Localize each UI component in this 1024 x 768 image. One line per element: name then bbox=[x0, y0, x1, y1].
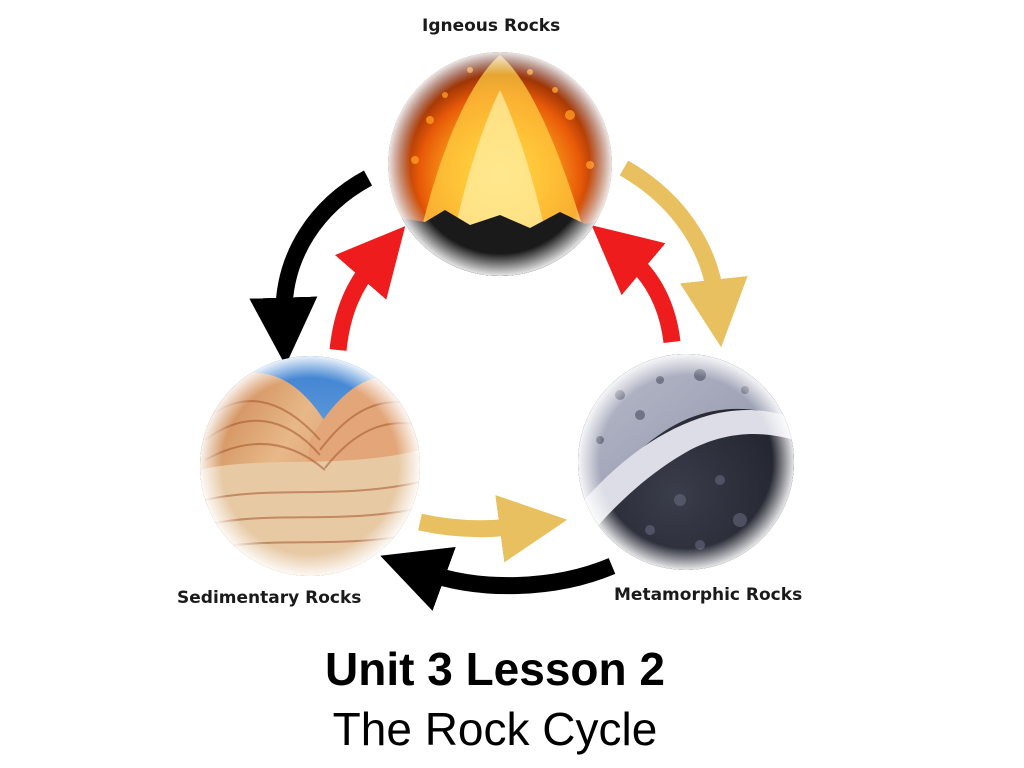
igneous-rocks-label: Igneous Rocks bbox=[422, 16, 561, 36]
arrow-igneous-to-sedimentary bbox=[249, 170, 373, 366]
sedimentary-rocks-label: Sedimentary Rocks bbox=[177, 588, 362, 608]
arrow-sedimentary-to-igneous bbox=[329, 226, 406, 351]
arrow-sedimentary-to-metamorphic bbox=[418, 494, 568, 563]
rock-cycle-diagram bbox=[200, 52, 794, 611]
slide-title: Unit 3 Lesson 2 bbox=[325, 643, 665, 695]
igneous-rocks-image bbox=[388, 52, 612, 276]
slide-subtitle: The Rock Cycle bbox=[332, 703, 658, 755]
arrow-metamorphic-to-igneous bbox=[591, 225, 681, 344]
metamorphic-rocks-image bbox=[578, 354, 794, 570]
metamorphic-rocks-label: Metamorphic Rocks bbox=[614, 585, 803, 605]
arrow-igneous-to-metamorphic bbox=[619, 160, 748, 348]
arrow-metamorphic-to-sedimentary bbox=[380, 547, 616, 611]
sedimentary-rocks-image bbox=[200, 356, 420, 576]
